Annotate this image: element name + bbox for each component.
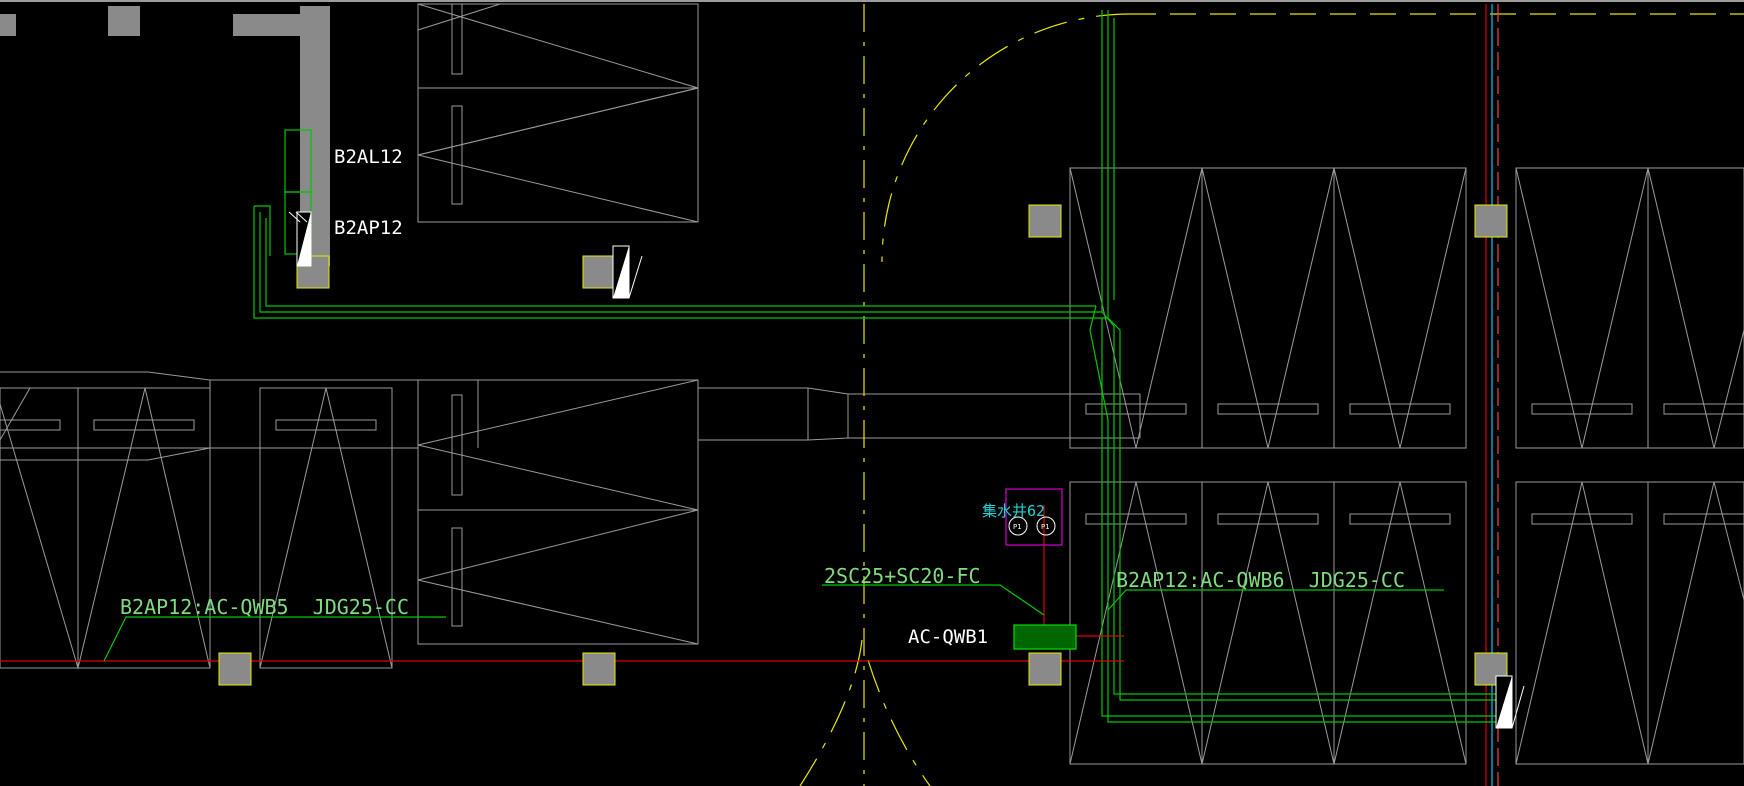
structural-columns bbox=[218, 204, 1508, 686]
label-conduit: 2SC25+SC20-FC bbox=[824, 564, 981, 588]
leader-lines bbox=[103, 584, 1444, 662]
panel-b2ap12-symbol bbox=[288, 211, 312, 267]
label-circuit-left: B2AP12:AC-QWB5 JDG25-CC bbox=[120, 595, 409, 619]
panel-symbols bbox=[288, 211, 1525, 729]
pump-2-circle bbox=[1036, 516, 1056, 536]
pump-1-circle bbox=[1008, 516, 1028, 536]
sump-pit-outline bbox=[1005, 488, 1063, 546]
sump-pit: P1 P1 集水井62 bbox=[982, 488, 1063, 546]
label-b2ap12: B2AP12 bbox=[334, 217, 403, 239]
label-control-box: AC-QWB1 bbox=[908, 626, 988, 648]
cable-tray bbox=[253, 10, 1500, 723]
label-circuit-right: B2AP12:AC-QWB6 JDG25-CC bbox=[1116, 568, 1405, 592]
pump-1-label: P1 bbox=[1013, 523, 1021, 531]
sump-pit-label: 集水井62 bbox=[982, 502, 1045, 520]
panel-symbol-right bbox=[1495, 675, 1525, 729]
label-b2al12: B2AL12 bbox=[334, 146, 403, 168]
axis-lines bbox=[799, 4, 1744, 786]
control-box-ac-qwb1[interactable] bbox=[1013, 624, 1077, 650]
equipment-outlines bbox=[0, 3, 1744, 765]
pump-2-label: P1 bbox=[1041, 523, 1049, 531]
power-circuit bbox=[0, 505, 1124, 662]
panel-symbol-mid bbox=[612, 245, 643, 299]
